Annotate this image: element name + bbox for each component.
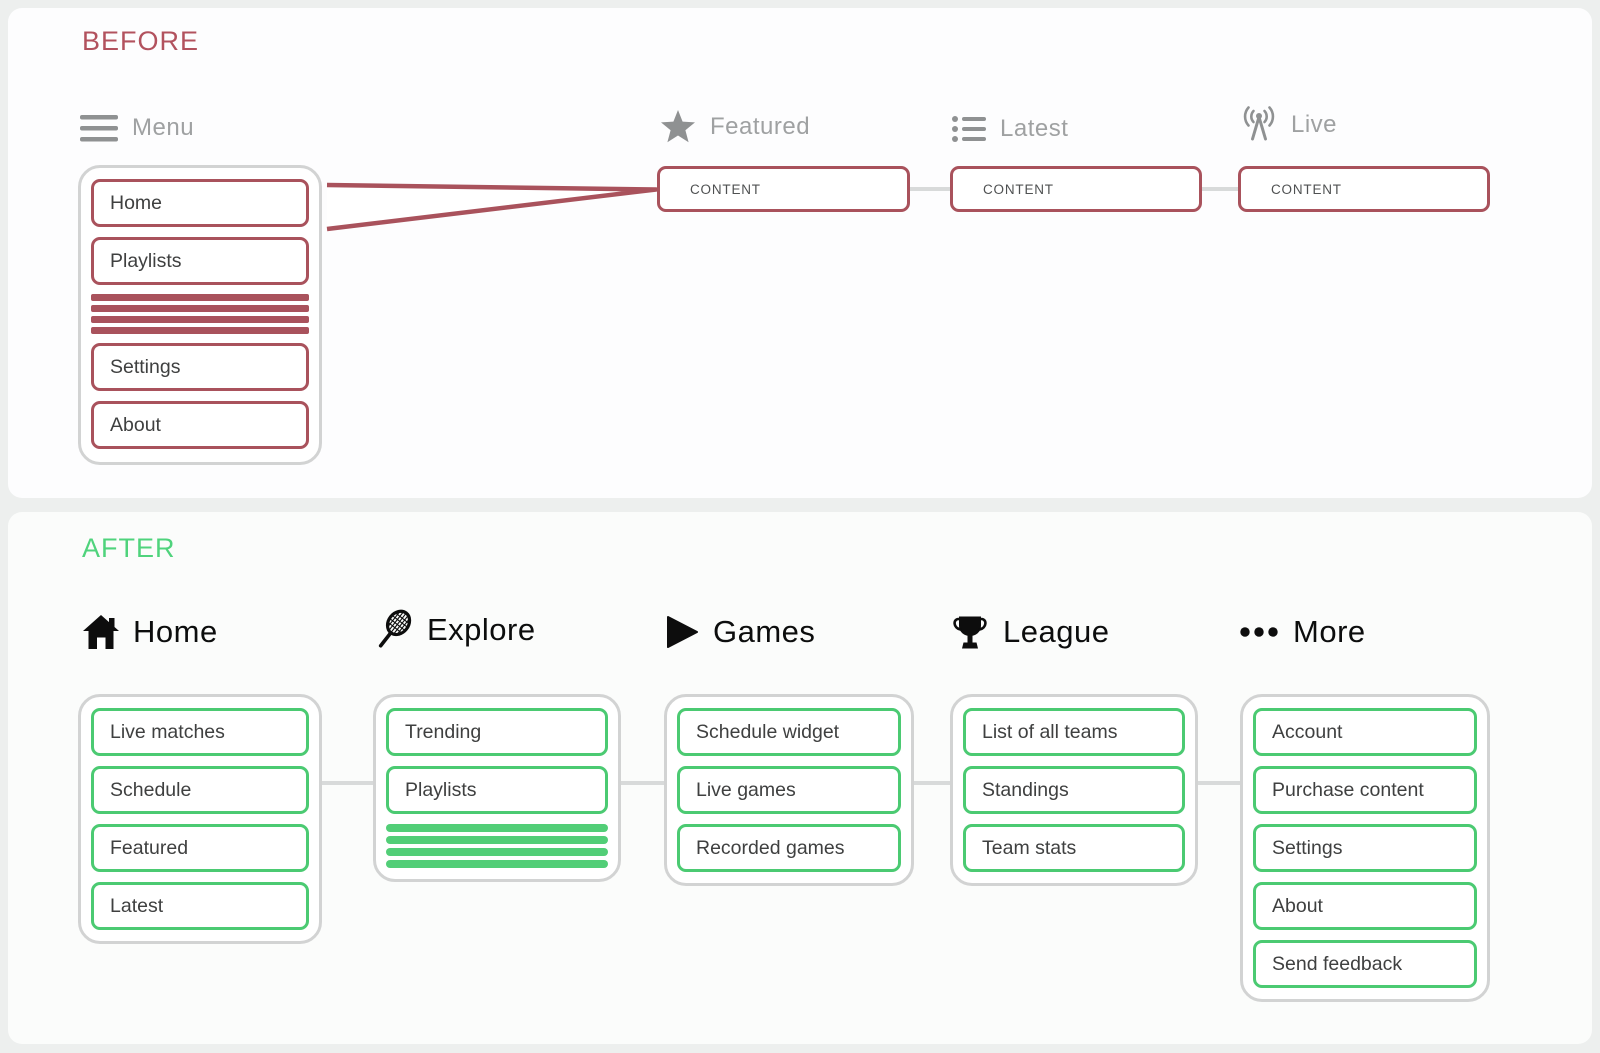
tab-header-explore: Explore — [372, 608, 536, 652]
tab-header-home: Home — [82, 610, 218, 654]
before-section-title: BEFORE — [82, 26, 200, 56]
after-section-title: AFTER — [82, 533, 176, 563]
item-purchase-content[interactable]: Purchase content — [1253, 766, 1477, 814]
tab-header-label: Games — [713, 614, 816, 649]
tab-header-league: League — [950, 610, 1109, 654]
featured-header: Featured — [660, 107, 810, 147]
league-column-panel: List of all teams Standings Team stats — [950, 694, 1198, 886]
menu-item-settings[interactable]: Settings — [91, 343, 309, 391]
placeholder-bar — [91, 294, 309, 301]
placeholder-bar — [386, 860, 608, 868]
explore-column-panel: Trending Playlists — [373, 694, 621, 882]
connector-line — [910, 187, 950, 191]
placeholder-bar — [91, 316, 309, 323]
item-playlists[interactable]: Playlists — [386, 766, 608, 814]
hamburger-icon — [80, 114, 118, 141]
broadcast-icon — [1243, 106, 1275, 141]
item-recorded-games[interactable]: Recorded games — [677, 824, 901, 872]
menu-panel: Home Playlists Settings About — [78, 165, 322, 465]
list-icon — [952, 116, 986, 142]
connector-line — [914, 781, 950, 785]
home-column-panel: Live matches Schedule Featured Latest — [78, 694, 322, 944]
connector-line — [621, 781, 664, 785]
live-header: Live — [1241, 105, 1337, 145]
item-settings[interactable]: Settings — [1253, 824, 1477, 872]
tab-header-label: Home — [133, 614, 218, 649]
ellipsis-icon — [1240, 627, 1278, 637]
item-latest[interactable]: Latest — [91, 882, 309, 930]
content-box-live[interactable]: CONTENT — [1238, 166, 1490, 212]
trophy-icon — [953, 616, 987, 649]
item-account[interactable]: Account — [1253, 708, 1477, 756]
connector-line — [1202, 187, 1238, 191]
tab-header-label: More — [1293, 614, 1366, 649]
star-icon — [661, 110, 695, 143]
tab-header-label: Explore — [427, 612, 536, 647]
menu-placeholder-bars — [91, 294, 309, 334]
placeholder-bar — [386, 836, 608, 844]
placeholder-bar — [386, 824, 608, 832]
item-trending[interactable]: Trending — [386, 708, 608, 756]
item-send-feedback[interactable]: Send feedback — [1253, 940, 1477, 988]
menu-header-label: Menu — [132, 114, 195, 141]
latest-header: Latest — [952, 109, 1068, 149]
tab-header-more: More — [1240, 610, 1366, 654]
item-about[interactable]: About — [1253, 882, 1477, 930]
item-list-of-all-teams[interactable]: List of all teams — [963, 708, 1185, 756]
menu-header: Menu — [80, 108, 194, 148]
home-icon — [83, 615, 119, 649]
latest-header-label: Latest — [1000, 115, 1069, 142]
tab-header-games: Games — [664, 610, 815, 654]
item-schedule-widget[interactable]: Schedule widget — [677, 708, 901, 756]
explore-placeholder-bars — [386, 824, 608, 868]
item-live-matches[interactable]: Live matches — [91, 708, 309, 756]
item-standings[interactable]: Standings — [963, 766, 1185, 814]
live-header-label: Live — [1291, 111, 1338, 138]
item-schedule[interactable]: Schedule — [91, 766, 309, 814]
featured-header-label: Featured — [710, 113, 811, 140]
menu-item-about[interactable]: About — [91, 401, 309, 449]
content-box-featured[interactable]: CONTENT — [657, 166, 910, 212]
menu-item-playlists[interactable]: Playlists — [91, 237, 309, 285]
connector-line — [322, 781, 373, 785]
play-icon — [667, 616, 698, 648]
games-column-panel: Schedule widget Live games Recorded game… — [664, 694, 914, 886]
placeholder-bar — [91, 305, 309, 312]
tab-header-label: League — [1003, 614, 1110, 649]
item-live-games[interactable]: Live games — [677, 766, 901, 814]
more-column-panel: Account Purchase content Settings About … — [1240, 694, 1490, 1002]
placeholder-bar — [91, 327, 309, 334]
racket-icon — [378, 609, 412, 648]
item-team-stats[interactable]: Team stats — [963, 824, 1185, 872]
placeholder-bar — [386, 848, 608, 856]
content-box-latest[interactable]: CONTENT — [950, 166, 1202, 212]
item-featured[interactable]: Featured — [91, 824, 309, 872]
menu-item-home[interactable]: Home — [91, 179, 309, 227]
connector-line — [1198, 781, 1240, 785]
